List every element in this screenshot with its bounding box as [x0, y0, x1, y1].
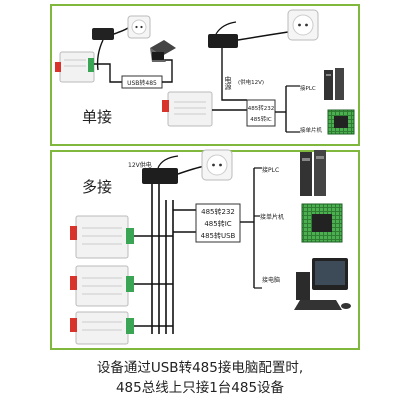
single-title: 单接 — [82, 108, 112, 126]
conv-label: 485转232 — [201, 207, 235, 216]
multi-mcu-label: 接单片机 — [260, 213, 284, 221]
conv-label: 485转IC — [204, 219, 231, 228]
caption-line-2: 485总线上只接1台485设备 — [115, 380, 285, 396]
sensor-device-icon — [70, 215, 134, 259]
power-adapter-icon — [92, 28, 114, 40]
wall-socket-icon — [287, 9, 319, 41]
single-plc-label: 接PLC — [300, 84, 316, 92]
desktop-computer-icon — [294, 258, 351, 310]
power-adapter-icon — [142, 168, 178, 184]
multi-pc-label: 接电脑 — [262, 276, 280, 284]
adapter-cable — [113, 27, 129, 35]
wall-socket-icon — [201, 149, 233, 181]
conv-ic-label: 485转IC — [250, 115, 272, 123]
multi-title: 多接 — [82, 178, 112, 196]
single-mcu-label: 接单片机 — [300, 126, 323, 134]
multi-plc-label: 接PLC — [262, 166, 279, 174]
circuit-board-icon — [301, 203, 343, 243]
conv-232-label: 485转232 — [248, 104, 275, 112]
sensor-device-icon — [162, 91, 213, 127]
sensor-device-icon — [55, 51, 95, 83]
sensor-device-icon — [70, 265, 134, 307]
converter-box — [195, 203, 241, 243]
sensor-device-icon — [70, 311, 134, 345]
usb485-label: USB转485 — [127, 79, 157, 87]
laptop-icon — [150, 40, 176, 62]
power-12v-label: (供电12V) — [238, 78, 264, 86]
circuit-board-icon — [327, 109, 355, 135]
wall-socket-icon — [127, 15, 151, 39]
conv-label: 485转USB — [201, 231, 236, 240]
power-adapter-icon — [208, 34, 238, 48]
multi-power-label: 12V供电 — [128, 161, 152, 169]
power-vertical-label: 电源 — [224, 75, 232, 91]
converter-box — [246, 99, 276, 127]
caption-line-1: 设备通过USB转485接电脑配置时, — [96, 360, 304, 376]
plc-icon — [324, 68, 344, 100]
plc-icon — [300, 150, 326, 196]
